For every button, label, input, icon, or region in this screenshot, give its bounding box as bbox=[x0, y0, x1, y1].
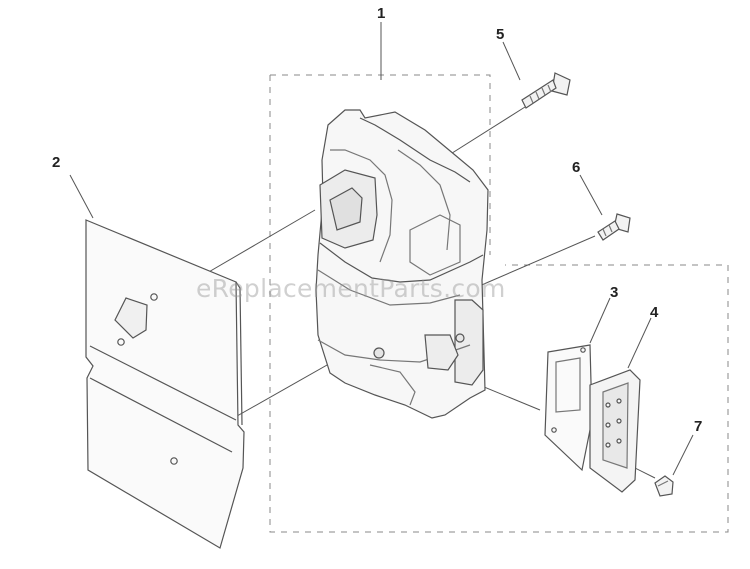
callout-5: 5 bbox=[496, 26, 505, 43]
dashed-assembly-boundary bbox=[269, 74, 729, 533]
muffler-body bbox=[315, 109, 489, 419]
watermark-text: eReplacementParts.com bbox=[196, 274, 506, 303]
heat-shield-plate bbox=[85, 219, 245, 549]
callout-3: 3 bbox=[610, 284, 619, 301]
gasket bbox=[544, 344, 593, 472]
callout-1: 1 bbox=[377, 5, 386, 22]
short-bolt bbox=[597, 213, 631, 241]
callout-4: 4 bbox=[650, 304, 659, 321]
screw bbox=[654, 475, 674, 497]
long-bolt bbox=[521, 72, 571, 109]
callout-7: 7 bbox=[694, 418, 703, 435]
spark-arrester bbox=[589, 369, 641, 493]
callout-6: 6 bbox=[572, 159, 581, 176]
callout-2: 2 bbox=[52, 154, 61, 171]
